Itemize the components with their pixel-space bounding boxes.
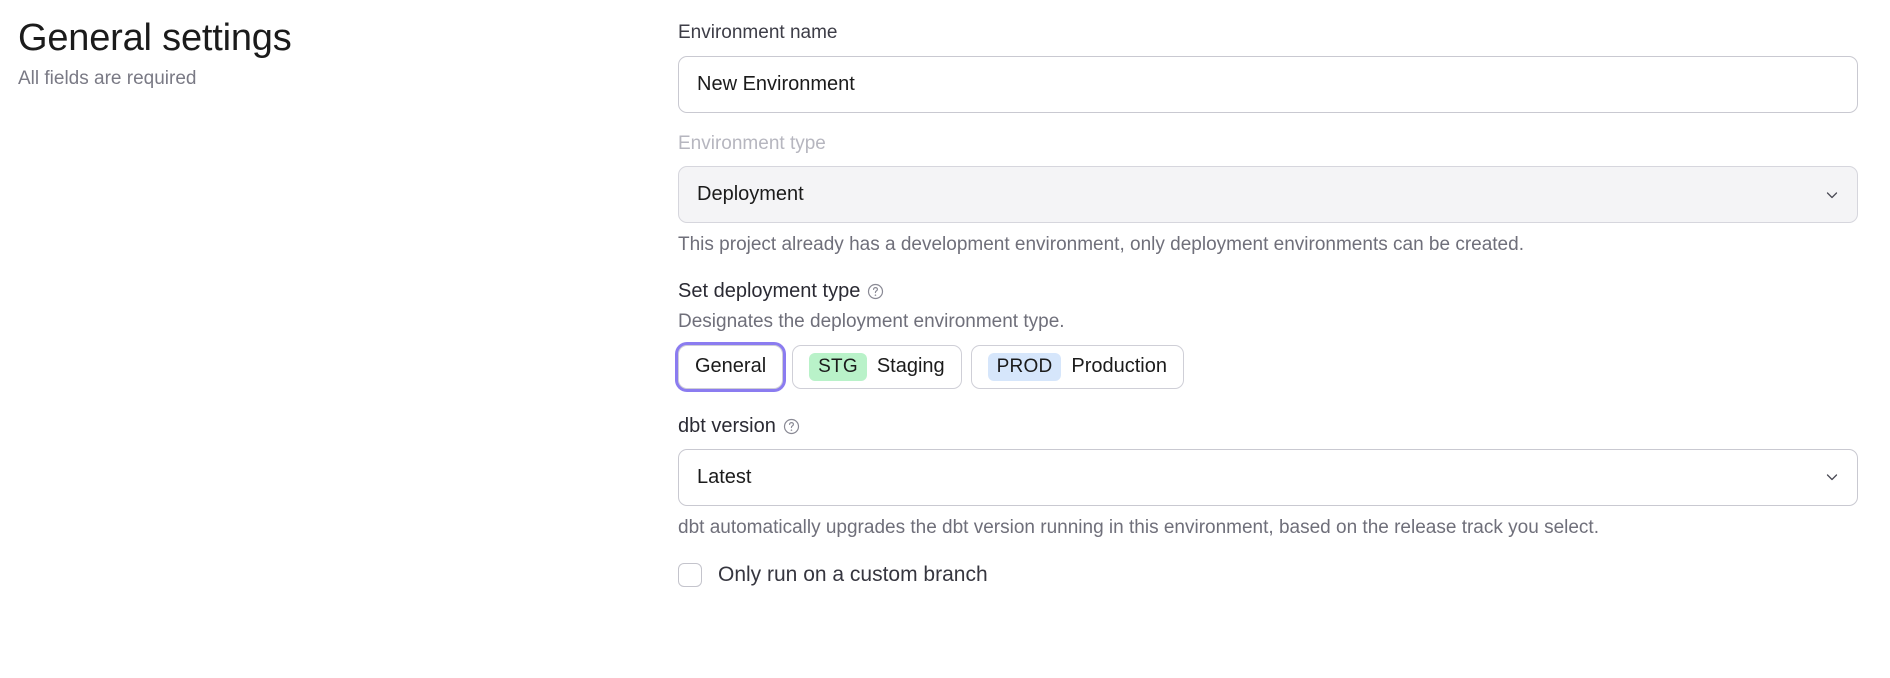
deployment-type-option-staging[interactable]: STG Staging xyxy=(792,344,962,389)
staging-badge: STG xyxy=(809,352,867,381)
page-subtitle: All fields are required xyxy=(18,67,197,89)
question-circle-icon[interactable] xyxy=(867,283,884,300)
deployment-type-option-general-label: General xyxy=(695,355,767,378)
deployment-type-field: Set deployment type Designates the deplo… xyxy=(678,280,1858,389)
custom-branch-row: Only run on a custom branch xyxy=(678,562,1858,587)
page-title: General settings xyxy=(18,17,292,59)
dbt-version-help-text: dbt automatically upgrades the dbt versi… xyxy=(678,516,1599,538)
environment-name-label: Environment name xyxy=(678,22,838,43)
dbt-version-field: dbt version Latest dbt automatica xyxy=(678,415,1858,541)
chevron-down-icon xyxy=(1824,469,1840,485)
deployment-type-option-production[interactable]: PROD Production xyxy=(970,344,1184,389)
question-circle-icon[interactable] xyxy=(783,418,800,435)
settings-form: Environment name Environment type Deploy… xyxy=(678,20,1858,587)
environment-type-select[interactable]: Deployment xyxy=(678,166,1858,224)
dbt-version-select[interactable]: Latest xyxy=(678,448,1858,506)
dbt-version-heading: dbt version xyxy=(678,415,1858,438)
dbt-version-heading-label: dbt version xyxy=(678,414,776,437)
deployment-type-heading: Set deployment type xyxy=(678,280,1858,303)
deployment-type-option-production-label: Production xyxy=(1071,355,1167,378)
environment-name-input[interactable] xyxy=(678,55,1858,113)
environment-type-value: Deployment xyxy=(678,166,1858,224)
environment-type-field: Environment type Deployment This project… xyxy=(678,131,1858,258)
deployment-type-options: General STG Staging PROD Production xyxy=(678,344,1858,389)
left-column: General settings All fields are required xyxy=(18,16,618,92)
environment-type-label: Environment type xyxy=(678,132,826,154)
custom-branch-checkbox[interactable] xyxy=(678,562,702,587)
production-badge: PROD xyxy=(987,352,1062,381)
environment-name-field: Environment name xyxy=(678,20,1858,113)
environment-type-help-text: This project already has a development e… xyxy=(678,234,1524,256)
deployment-type-description: Designates the deployment environment ty… xyxy=(678,310,1065,332)
deployment-type-option-general[interactable]: General xyxy=(678,344,784,389)
dbt-version-value: Latest xyxy=(678,448,1858,506)
deployment-type-option-staging-label: Staging xyxy=(876,355,945,378)
chevron-down-icon xyxy=(1824,187,1840,203)
custom-branch-label: Only run on a custom branch xyxy=(718,562,988,586)
deployment-type-heading-label: Set deployment type xyxy=(678,279,861,302)
